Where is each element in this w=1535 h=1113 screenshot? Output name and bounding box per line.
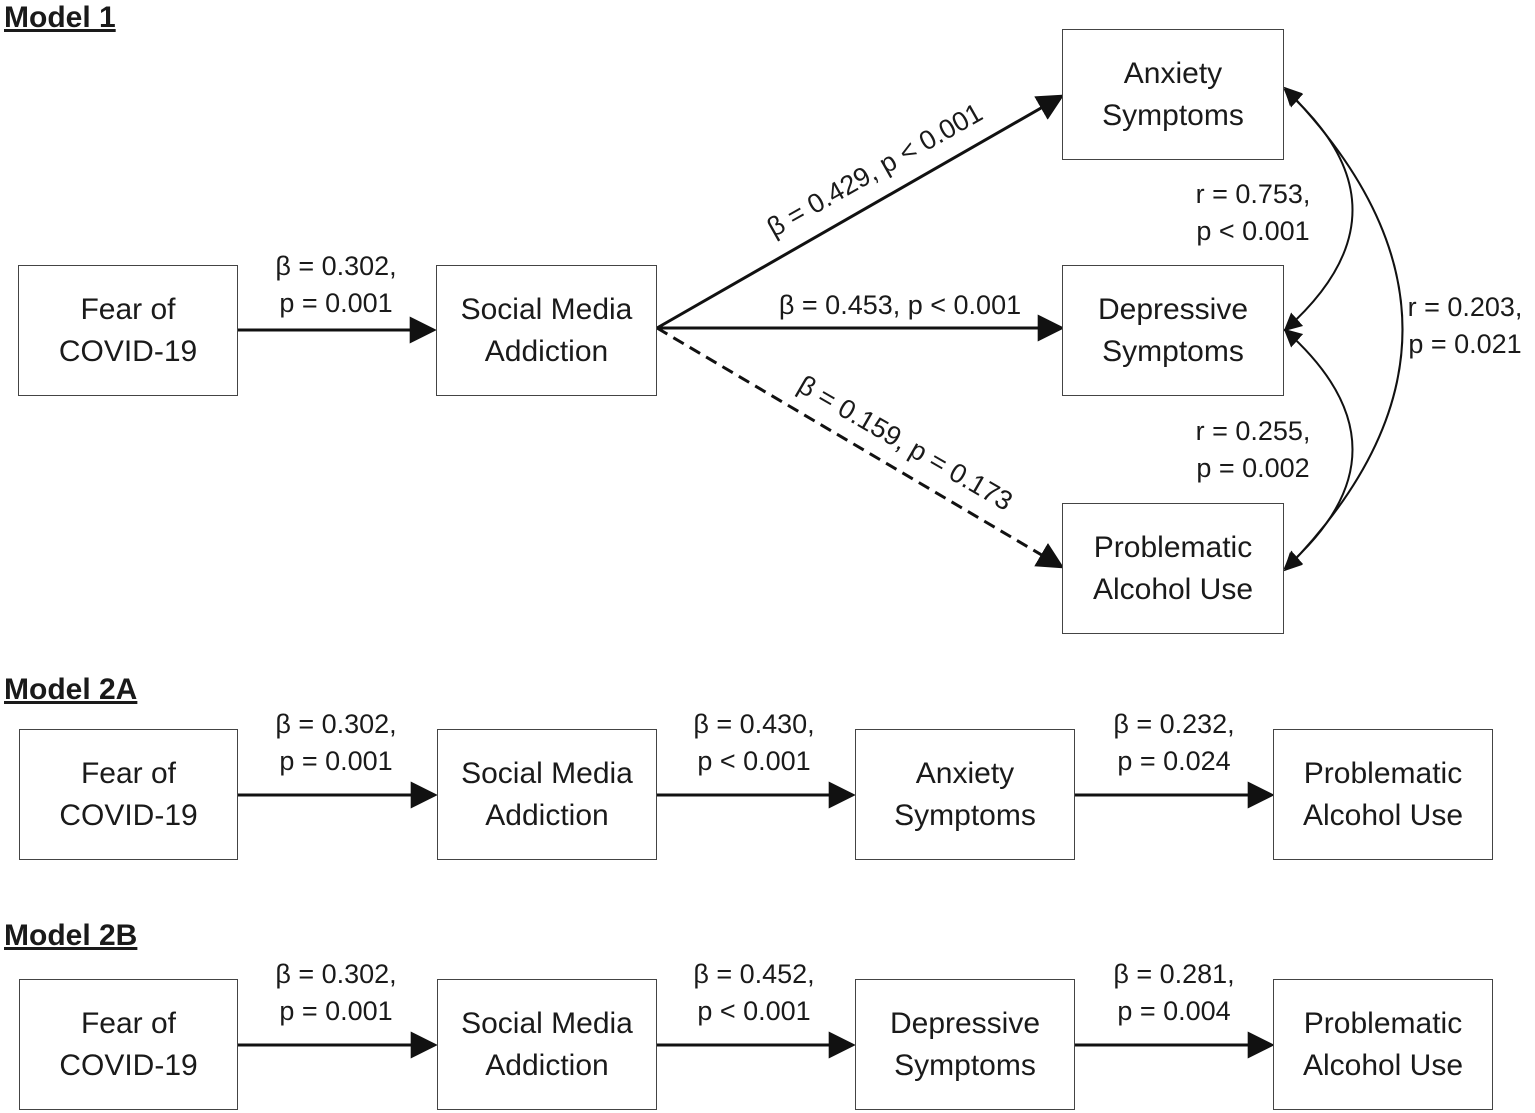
node-label: Symptoms (1102, 98, 1244, 132)
node-2b-social-media-addiction: Social Media Addiction (437, 979, 657, 1110)
path-label-line: β = 0.302, (275, 959, 397, 989)
corr-label-line: r = 0.203, (1407, 292, 1523, 322)
corr-label-anxiety-alcohol: r = 0.203, p = 0.021 (1395, 289, 1535, 363)
path-label-line: β = 0.232, (1113, 709, 1235, 739)
node-2b-problematic-alcohol-use: Problematic Alcohol Use (1273, 979, 1493, 1110)
node-label: Anxiety (1123, 56, 1223, 90)
node-2a-problematic-alcohol-use: Problematic Alcohol Use (1273, 729, 1493, 860)
node-label: Addiction (485, 1048, 609, 1082)
path-label-fear-to-sma: β = 0.302, p = 0.001 (236, 248, 436, 322)
node-label: Depressive (889, 1006, 1041, 1040)
corr-label-line: p = 0.002 (1196, 453, 1310, 483)
path-label-line: β = 0.302, (275, 251, 397, 281)
path-label-2b-3: β = 0.281, p = 0.004 (1074, 956, 1274, 1030)
path-label-sma-to-depressive: β = 0.453, p < 0.001 (778, 290, 1022, 320)
node-label: Anxiety (915, 756, 1015, 790)
node-label: Problematic (1093, 530, 1253, 564)
node-label: COVID-19 (58, 334, 198, 368)
node-label: Alcohol Use (1302, 798, 1464, 832)
path-label-line: p < 0.001 (697, 746, 811, 776)
model-1-title: Model 1 (4, 1, 116, 34)
node-2a-fear-of-covid: Fear of COVID-19 (19, 729, 238, 860)
path-label-line: β = 0.452, (693, 959, 815, 989)
node-fear-of-covid: Fear of COVID-19 (18, 265, 238, 396)
node-label: COVID-19 (59, 1048, 198, 1082)
path-label-line: β = 0.430, (693, 709, 815, 739)
node-label: Alcohol Use (1302, 1048, 1464, 1082)
node-anxiety-symptoms: Anxiety Symptoms (1062, 29, 1284, 160)
corr-label-line: p = 0.021 (1408, 329, 1522, 359)
node-label: Alcohol Use (1092, 572, 1254, 606)
path-label-2a-1: β = 0.302, p = 0.001 (236, 706, 436, 780)
path-label-line: β = 0.281, (1113, 959, 1235, 989)
corr-label-anxiety-depressive: r = 0.753, p < 0.001 (1168, 176, 1338, 250)
node-2a-anxiety-symptoms: Anxiety Symptoms (855, 729, 1075, 860)
node-label: Fear of (80, 292, 176, 326)
node-label: Problematic (1303, 1006, 1463, 1040)
path-label-line: β = 0.302, (275, 709, 397, 739)
path-label-2b-2: β = 0.452, p < 0.001 (654, 956, 854, 1030)
node-label: Fear of (80, 1006, 177, 1040)
node-label: Symptoms (894, 1048, 1036, 1082)
node-label: Addiction (485, 798, 609, 832)
node-label: Addiction (484, 334, 609, 368)
corr-label-line: p < 0.001 (1196, 216, 1310, 246)
node-label: Fear of (80, 756, 177, 790)
path-label-line: p = 0.001 (279, 746, 393, 776)
corr-label-line: r = 0.255, (1195, 416, 1311, 446)
node-label: Problematic (1303, 756, 1463, 790)
arrow-sma-to-alcohol (656, 326, 1065, 569)
path-label-2b-1: β = 0.302, p = 0.001 (236, 956, 436, 1030)
path-label-line: p = 0.001 (279, 288, 393, 318)
node-label: Social Media (461, 1006, 633, 1040)
model-2a-title: Model 2A (4, 673, 138, 706)
node-2b-depressive-symptoms: Depressive Symptoms (855, 979, 1075, 1110)
node-label: Symptoms (1102, 334, 1244, 368)
node-label: Depressive (1097, 292, 1249, 326)
path-label-line: p = 0.024 (1117, 746, 1231, 776)
arrow-sma-to-anxiety (656, 94, 1065, 330)
node-label: Social Media (460, 292, 633, 326)
path-label-line: p = 0.004 (1117, 996, 1231, 1026)
path-label-2a-2: β = 0.430, p < 0.001 (654, 706, 854, 780)
model-2b-title: Model 2B (4, 919, 138, 952)
node-2a-social-media-addiction: Social Media Addiction (437, 729, 657, 860)
corr-label-depressive-alcohol: r = 0.255, p = 0.002 (1168, 413, 1338, 487)
path-label-2a-3: β = 0.232, p = 0.024 (1074, 706, 1274, 780)
path-label-line: p = 0.001 (279, 996, 393, 1026)
corr-label-line: r = 0.753, (1195, 179, 1311, 209)
node-depressive-symptoms: Depressive Symptoms (1062, 265, 1284, 396)
path-label-line: p < 0.001 (697, 996, 811, 1026)
node-social-media-addiction: Social Media Addiction (436, 265, 657, 396)
curve-anxiety-alcohol (1283, 86, 1404, 572)
node-label: COVID-19 (59, 798, 198, 832)
node-2b-fear-of-covid: Fear of COVID-19 (19, 979, 238, 1110)
node-label: Social Media (461, 756, 633, 790)
node-problematic-alcohol-use: Problematic Alcohol Use (1062, 503, 1284, 634)
node-label: Symptoms (894, 798, 1036, 832)
